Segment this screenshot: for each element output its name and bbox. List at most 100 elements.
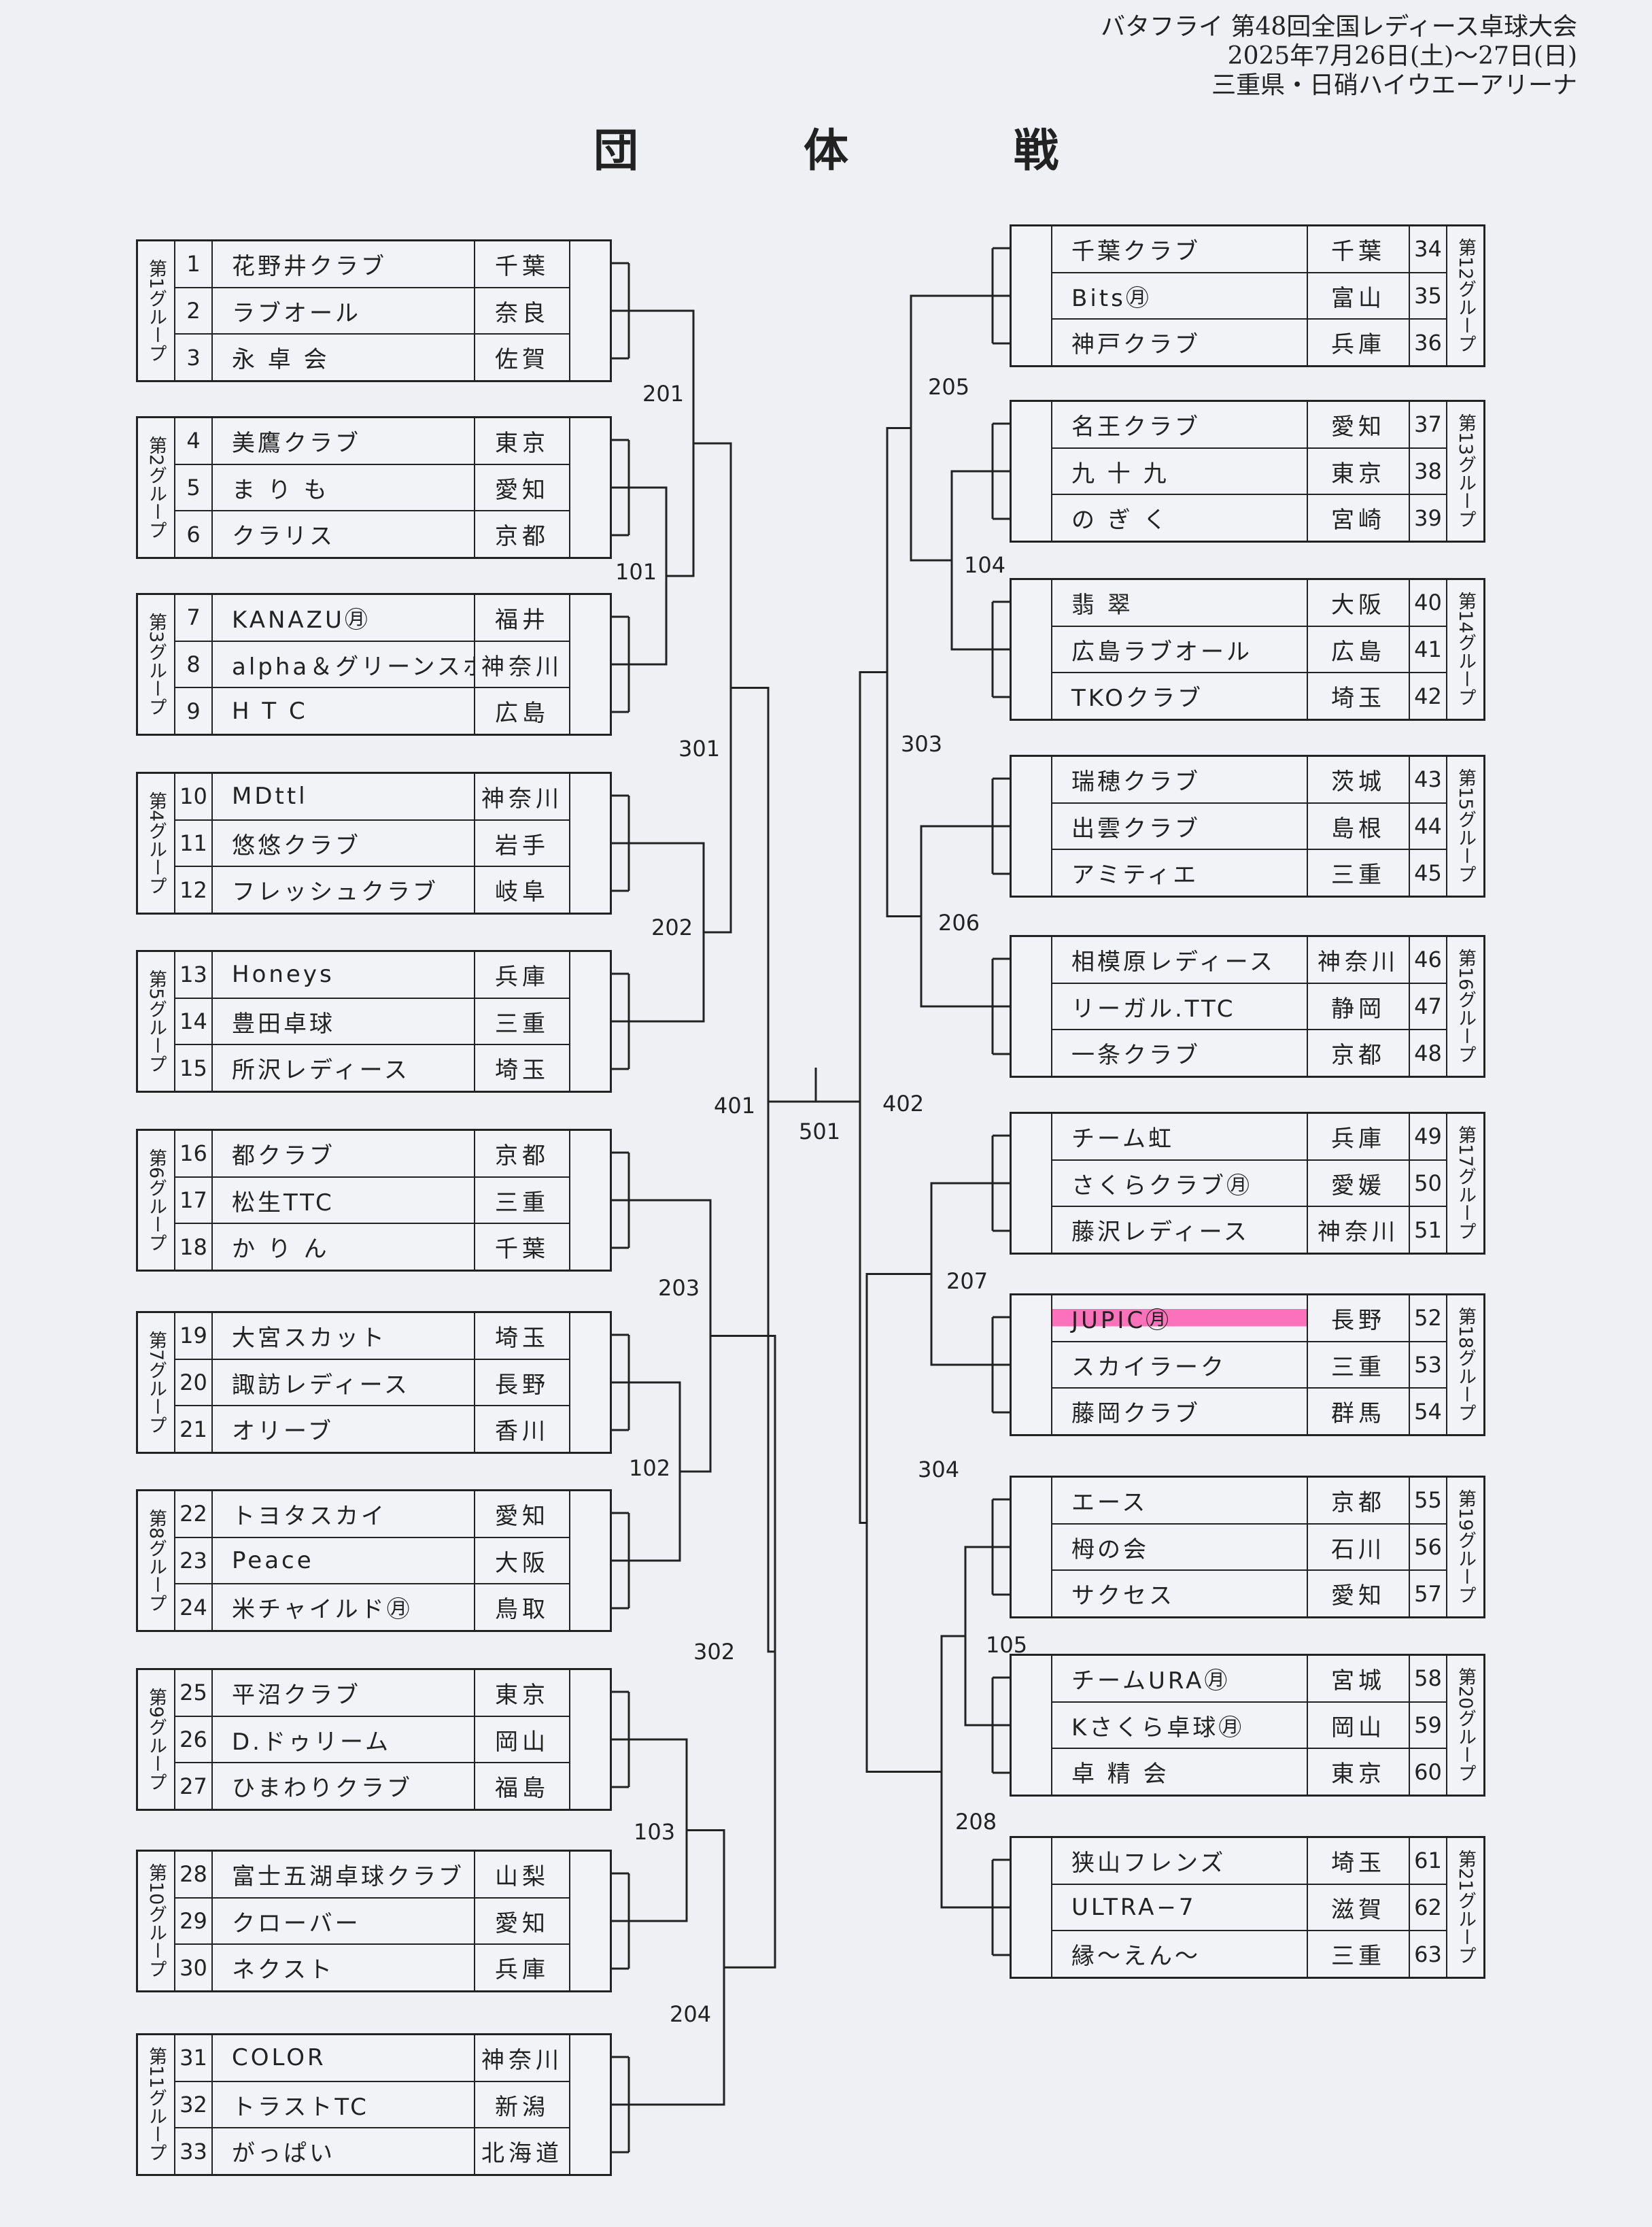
team-prefecture: 埼玉 — [1307, 1838, 1409, 1884]
team-number: 21 — [175, 1406, 213, 1452]
team-name: 相模原レディース — [1071, 948, 1275, 976]
team-number: 52 — [1409, 1295, 1446, 1341]
team-prefecture: 東京 — [1307, 1749, 1409, 1795]
match-number: 202 — [651, 915, 693, 940]
team-number: 12 — [175, 867, 213, 913]
team-prefecture: 三重 — [474, 998, 569, 1044]
team-number: 30 — [175, 1945, 213, 1991]
team-prefecture: 島根 — [1307, 803, 1409, 849]
team-name: クローバー — [232, 1909, 361, 1937]
result-column — [569, 1313, 610, 1452]
team-name: ひまわりクラブ — [232, 1775, 413, 1803]
group-label: 第10グループ — [138, 1852, 175, 1990]
team-name: リーガル.TTC — [1071, 995, 1236, 1023]
team-name: エース — [1071, 1489, 1148, 1516]
tournament-dates: 2025年7月26日(土)～27日(日) — [1227, 42, 1577, 70]
team-number: 54 — [1409, 1389, 1446, 1435]
team-name: JUPIC㊊ — [1052, 1295, 1307, 1341]
team-prefecture: 神奈川 — [1307, 937, 1409, 983]
result-column — [569, 1131, 610, 1270]
team-name: Honeys — [232, 961, 334, 989]
team-number: 45 — [1409, 850, 1446, 896]
bracket-line — [859, 671, 887, 1524]
team-name: オリーブ — [232, 1418, 334, 1446]
team-number: 42 — [1409, 673, 1446, 719]
team-number: 47 — [1409, 983, 1446, 1030]
team-number: 17 — [175, 1177, 213, 1223]
team-number: 10 — [175, 774, 213, 819]
result-column — [569, 774, 610, 913]
team-prefecture: 福島 — [474, 1763, 569, 1809]
team-prefecture: 香川 — [474, 1406, 569, 1452]
team-prefecture: 神奈川 — [474, 2035, 569, 2081]
team-prefecture: 京都 — [1307, 1030, 1409, 1076]
match-number: 201 — [642, 381, 685, 407]
team-prefecture: 神奈川 — [1307, 1207, 1409, 1253]
team-name: H T C — [232, 697, 308, 725]
group-label: 第14グループ — [1446, 580, 1483, 719]
team-number: 49 — [1409, 1114, 1446, 1159]
team-number: 36 — [1409, 320, 1446, 366]
bracket-line — [964, 1546, 979, 1727]
team-number: 63 — [1409, 1931, 1446, 1977]
team-name: 狭山フレンズ — [1071, 1849, 1226, 1877]
result-column — [569, 1491, 610, 1630]
team-name: 美鷹クラブ — [232, 429, 361, 457]
team-prefecture: 埼玉 — [474, 1313, 569, 1359]
team-name: TKOクラブ — [1071, 685, 1203, 713]
team-number: 53 — [1409, 1342, 1446, 1388]
match-number: 102 — [629, 1455, 671, 1481]
team-prefecture: 三重 — [1307, 1342, 1409, 1388]
team-number: 22 — [175, 1491, 213, 1537]
team-number: 20 — [175, 1359, 213, 1406]
team-prefecture: 三重 — [1307, 1931, 1409, 1977]
team-name: D.ドゥリーム — [232, 1728, 391, 1756]
team-number: 39 — [1409, 495, 1446, 541]
team-number: 33 — [175, 2128, 213, 2175]
team-name: クラリス — [232, 523, 335, 551]
team-prefecture: 愛知 — [474, 1898, 569, 1944]
team-name: 平沼クラブ — [232, 1681, 361, 1709]
team-number: 44 — [1409, 803, 1446, 849]
team-number: 6 — [175, 511, 213, 558]
result-column — [1012, 757, 1052, 896]
result-column — [1012, 1295, 1052, 1434]
team-name: 縁～えん～ — [1071, 1943, 1201, 1971]
team-number: 34 — [1409, 226, 1446, 272]
result-column — [1012, 580, 1052, 719]
team-prefecture: 長野 — [1307, 1295, 1409, 1341]
team-number: 62 — [1409, 1884, 1446, 1931]
team-name: 九 十 九 — [1071, 460, 1169, 488]
